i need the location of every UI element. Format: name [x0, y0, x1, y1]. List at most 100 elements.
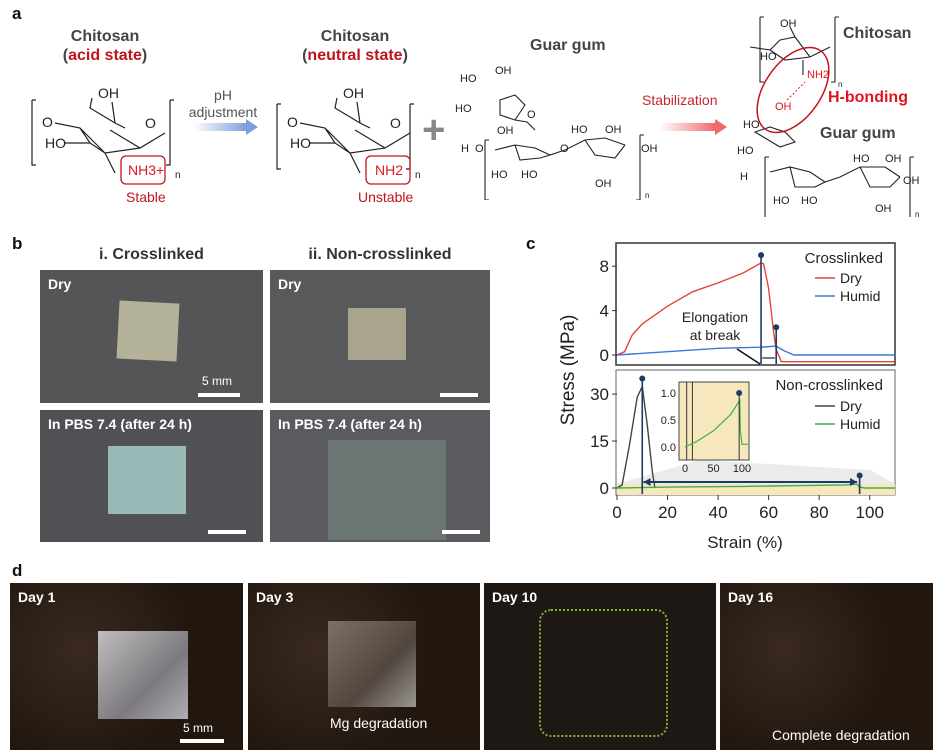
device-sample	[98, 631, 188, 719]
h-bonding-label: H-bonding	[828, 89, 908, 106]
plus-sign: +	[422, 108, 446, 152]
atom-oh: OH	[641, 143, 658, 155]
scale-bar	[208, 530, 246, 534]
atom-oh: OH	[343, 85, 364, 101]
photo-caption: Dry	[48, 276, 72, 292]
legend-label: Humid	[840, 416, 880, 432]
atom-ho: HO	[737, 145, 754, 157]
inset-x-tick-label: 100	[733, 463, 751, 475]
atom-o: O	[527, 109, 536, 121]
x-tick-label: 40	[709, 503, 728, 522]
state-line: (acid state)	[40, 46, 170, 65]
repeat-n: n	[915, 210, 919, 217]
atom-o: O	[475, 143, 484, 155]
complex-guar-title: Guar gum	[820, 125, 896, 142]
crosslinked-plot-frame	[615, 242, 896, 366]
unstable-label: Unstable	[358, 189, 413, 205]
noncrosslinked-humid-break-marker	[856, 472, 863, 479]
atom-ho: HO	[853, 153, 870, 165]
atom-o: O	[560, 143, 569, 155]
complex-structure: NH2 OH HO HO HO OH H HO HO HO OH OH OH n…	[737, 16, 920, 217]
inset-y-tick-label: 0.0	[661, 442, 676, 454]
mg-degradation-note: Mg degradation	[330, 715, 428, 731]
chitosan-name: Chitosan	[320, 28, 390, 45]
ph-arrow-head-icon	[246, 119, 258, 135]
y-tick-label: 0	[600, 479, 609, 498]
x-axis-label: Strain (%)	[707, 533, 783, 552]
stable-label: Stable	[126, 189, 166, 205]
photo-noncrosslinked-pbs: In PBS 7.4 (after 24 h)	[270, 410, 490, 542]
inset-x-tick-label: 0	[682, 463, 688, 475]
y-axis-label: Stress (MPa)	[560, 315, 579, 426]
photo-caption: In PBS 7.4 (after 24 h)	[48, 416, 192, 432]
nh2-group: NH2	[375, 162, 403, 178]
atom-oh: OH	[903, 175, 920, 187]
chitosan-acid-structure: O O HO OH n NH3+ Stable	[31, 85, 181, 205]
complex-chitosan-title: Chitosan	[843, 25, 912, 42]
col-crosslinked-title: i. Crosslinked	[99, 246, 204, 263]
photo-crosslinked-pbs: In PBS 7.4 (after 24 h)	[40, 410, 263, 542]
atom-o: O	[287, 114, 298, 130]
film-sample	[108, 446, 186, 514]
scale-bar	[440, 393, 478, 397]
paren: (	[62, 47, 69, 64]
repeat-n: n	[175, 170, 181, 181]
crosslinked-humid-break-marker	[773, 324, 780, 331]
x-tick-label: 60	[759, 503, 778, 522]
atom-ho: HO	[290, 135, 311, 151]
legend-label: Humid	[840, 288, 880, 304]
day-caption: Day 10	[492, 589, 538, 605]
stabilization-arrow-head-icon	[715, 119, 727, 135]
device-sample	[328, 621, 416, 707]
day-caption: Day 3	[256, 589, 294, 605]
day-caption: Day 1	[18, 589, 56, 605]
atom-oh: OH	[605, 124, 622, 136]
atom-oh: OH	[595, 178, 612, 190]
atom-oh: OH	[495, 65, 512, 77]
photo-caption: In PBS 7.4 (after 24 h)	[278, 416, 422, 432]
inset-break-marker	[736, 390, 743, 396]
amine-highlight-box	[120, 155, 166, 185]
panel-d-label: d	[12, 561, 23, 580]
inset-y-tick-label: 1.0	[661, 388, 676, 400]
atom-oh: OH	[885, 153, 902, 165]
photo-day-16: Day 16 Complete degradation	[720, 583, 933, 750]
atom-ho: HO	[455, 103, 472, 115]
x-tick-label: 0	[612, 503, 621, 522]
state-line: (neutral state)	[285, 46, 425, 65]
stabilization-arrow-shaft	[660, 123, 715, 131]
atom-ho: HO	[571, 124, 588, 136]
annotation-pointer	[736, 348, 761, 365]
paren: )	[402, 47, 408, 64]
atom-oh: OH	[98, 85, 119, 101]
crosslinked-dry-curve	[616, 262, 895, 363]
device-outline-marker	[539, 609, 668, 737]
photo-day-10: Day 10	[484, 583, 716, 750]
legend-title-crosslinked: Crosslinked	[805, 250, 883, 267]
atom-h: H	[740, 171, 748, 183]
h-bond-dashed-line	[786, 81, 806, 101]
oh-group: OH	[775, 101, 792, 113]
ph-text: pH	[214, 87, 232, 103]
humid-region-shading	[617, 484, 895, 495]
legend-label: Dry	[840, 270, 862, 286]
adjustment-text: adjustment	[188, 104, 258, 120]
nh2-group: NH2	[807, 69, 829, 81]
y-tick-label: 4	[600, 302, 609, 321]
atom-ho: HO	[491, 169, 508, 181]
h-bond-ellipse	[756, 46, 830, 134]
paren: (	[302, 47, 308, 64]
atom-ho: HO	[773, 195, 790, 207]
film-sample	[348, 308, 406, 360]
scale-bar	[442, 530, 480, 534]
crosslinked-dry-break-marker	[758, 252, 765, 259]
repeat-n: n	[838, 80, 842, 89]
atom-oh: OH	[875, 203, 892, 215]
photo-day-3: Day 3 Mg degradation	[248, 583, 480, 750]
photo-caption: Dry	[278, 276, 302, 292]
col-noncrosslinked-title: ii. Non-crosslinked	[308, 246, 452, 263]
noncrosslinked-dry-break-marker	[639, 375, 646, 382]
noncrosslinked-dry-curve	[616, 383, 656, 489]
x-tick-label: 20	[658, 503, 677, 522]
film-sample	[116, 300, 180, 362]
